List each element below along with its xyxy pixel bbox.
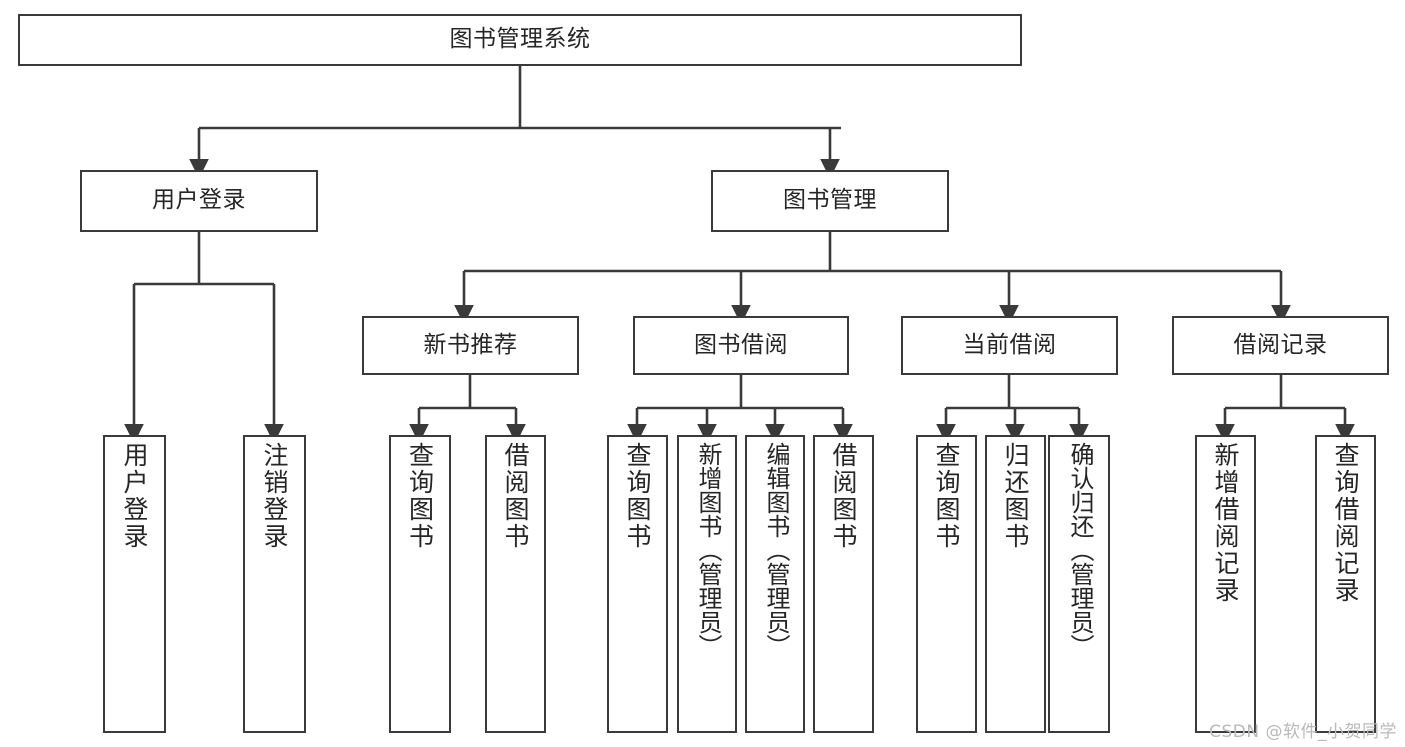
csdn-watermark: CSDN @软件_小贺同学 [1209, 722, 1397, 742]
node-leaf-query-book-current-label: 查询图书 [932, 442, 961, 550]
node-leaf-query-book-recommend-label: 查询图书 [405, 442, 435, 550]
node-user-login[interactable]: 用户登录 [80, 170, 318, 232]
node-current-borrow-label: 当前借阅 [962, 331, 1057, 358]
node-leaf-query-book-recommend[interactable]: 查询图书 [389, 435, 451, 733]
node-leaf-logout-login[interactable]: 注销登录 [243, 435, 306, 733]
node-leaf-logout-login-label: 注销登录 [260, 442, 289, 550]
node-leaf-borrow-book-recommend-label: 借阅图书 [501, 442, 530, 550]
node-leaf-query-book-borrow-label: 查询图书 [623, 442, 652, 550]
node-new-book-recommend-label: 新书推荐 [423, 331, 518, 358]
node-current-borrow[interactable]: 当前借阅 [901, 316, 1118, 375]
node-leaf-borrow-book-label: 借阅图书 [829, 442, 858, 550]
node-borrow-record[interactable]: 借阅记录 [1172, 316, 1389, 375]
node-leaf-confirm-return-admin[interactable]: 确认归还（管理员） [1048, 435, 1110, 733]
node-root[interactable]: 图书管理系统 [18, 14, 1022, 66]
node-leaf-add-book-admin-label: 新增图书（管理员） [693, 442, 722, 658]
node-leaf-query-book-borrow[interactable]: 查询图书 [607, 435, 668, 733]
node-book-management[interactable]: 图书管理 [711, 170, 949, 232]
node-book-management-label: 图书管理 [783, 187, 877, 214]
node-leaf-query-borrow-record[interactable]: 查询借阅记录 [1315, 435, 1376, 733]
node-leaf-borrow-book-recommend[interactable]: 借阅图书 [485, 435, 546, 733]
node-leaf-query-borrow-record-label: 查询借阅记录 [1331, 442, 1360, 604]
node-leaf-borrow-book[interactable]: 借阅图书 [813, 435, 874, 733]
node-leaf-user-login[interactable]: 用户登录 [103, 435, 166, 733]
node-book-borrow[interactable]: 图书借阅 [633, 316, 849, 375]
node-leaf-return-book[interactable]: 归还图书 [985, 435, 1046, 733]
node-new-book-recommend[interactable]: 新书推荐 [362, 316, 579, 375]
node-book-borrow-label: 图书借阅 [694, 331, 788, 358]
node-leaf-confirm-return-admin-label: 确认归还（管理员） [1065, 442, 1094, 658]
node-leaf-edit-book-admin[interactable]: 编辑图书（管理员） [745, 435, 805, 733]
node-leaf-add-book-admin[interactable]: 新增图书（管理员） [677, 435, 737, 733]
node-leaf-edit-book-admin-label: 编辑图书（管理员） [761, 442, 790, 658]
node-leaf-user-login-label: 用户登录 [120, 442, 149, 550]
node-leaf-add-borrow-record[interactable]: 新增借阅记录 [1195, 435, 1256, 733]
node-root-label: 图书管理系统 [449, 26, 591, 53]
node-borrow-record-label: 借阅记录 [1233, 331, 1328, 358]
node-leaf-return-book-label: 归还图书 [1001, 442, 1030, 550]
node-leaf-add-borrow-record-label: 新增借阅记录 [1211, 442, 1240, 604]
node-leaf-query-book-current[interactable]: 查询图书 [916, 435, 977, 733]
node-user-login-label: 用户登录 [152, 187, 246, 214]
